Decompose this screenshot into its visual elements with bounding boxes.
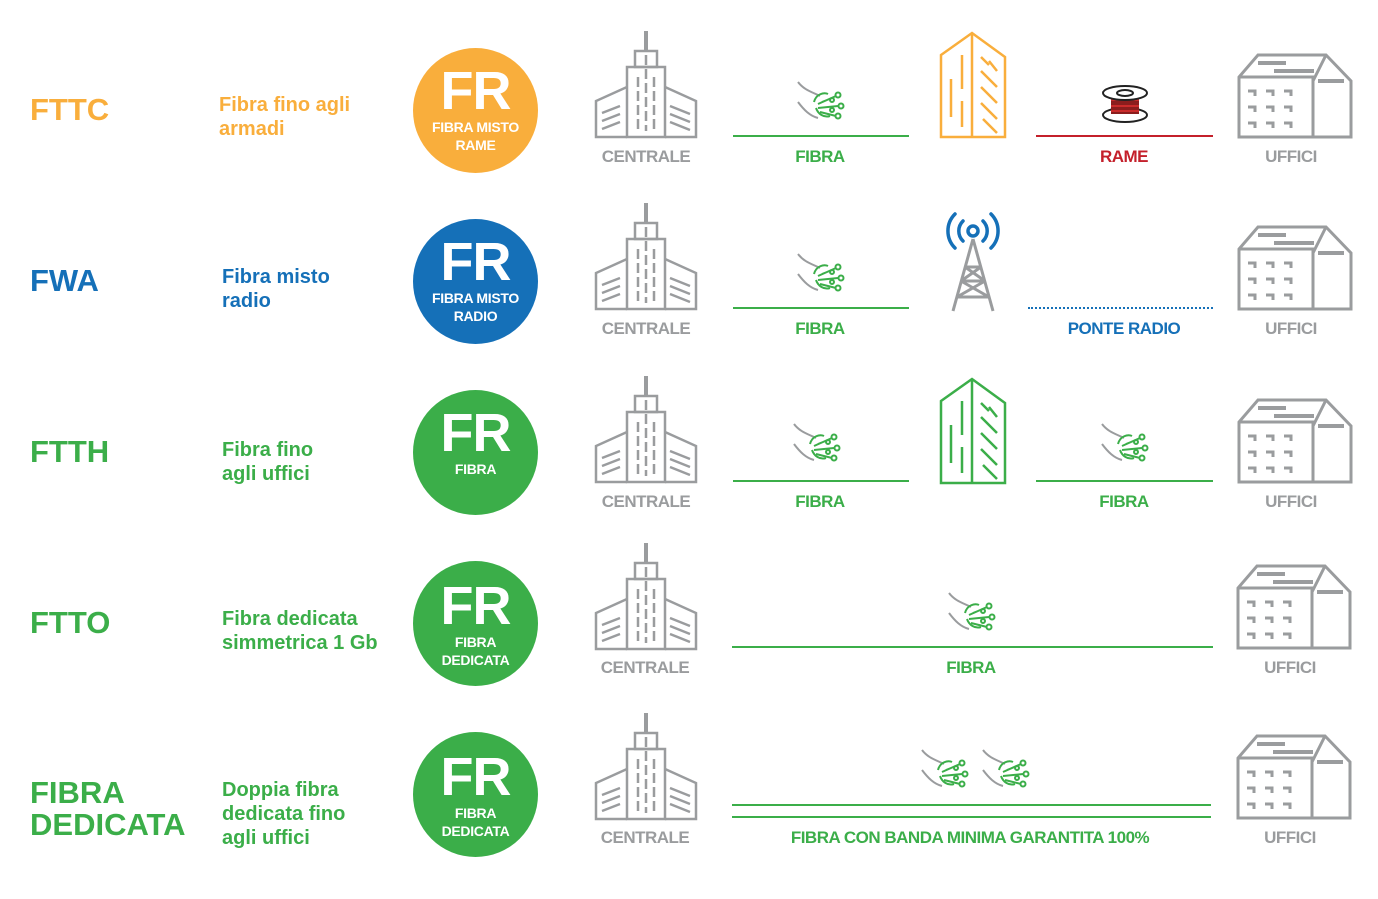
building-icon: [939, 377, 1007, 485]
fiber-cable-icon: [1100, 422, 1150, 466]
office-building-icon: [1236, 396, 1354, 484]
segment1-label: FIBRA: [795, 492, 845, 511]
badge-fr: FR: [440, 747, 512, 807]
badge-fr: FR: [440, 403, 512, 463]
fiber-cable-icon: [792, 422, 842, 466]
fiber-line-2: [732, 816, 1211, 818]
end-label: UFFICI: [1264, 658, 1316, 677]
fiber-cable-icon: [796, 80, 846, 124]
radio-tower-icon: [943, 209, 1003, 313]
row-subtitle: Fibra fino agli uffici: [222, 439, 314, 485]
row-fibra-dedicata: FIBRA DEDICATA Doppia fibra dedicata fin…: [0, 684, 1378, 857]
row-ftth: FTTH Fibra fino agli uffici FR FIBRA CEN…: [0, 342, 1378, 515]
central-office-icon: [594, 31, 698, 139]
row-title: FWA: [30, 263, 99, 298]
start-label: CENTRALE: [601, 492, 691, 511]
row-title: FTTC: [30, 92, 110, 127]
row-title: FIBRA DEDICATA: [30, 775, 186, 842]
segment2-label: FIBRA: [1099, 492, 1149, 511]
row-title: FTTH: [30, 434, 110, 469]
office-building-icon: [1235, 732, 1353, 820]
building-icon: [939, 31, 1007, 139]
fiber-line: [732, 646, 1213, 648]
badge-fr: FR: [440, 232, 512, 292]
row-fttc: FTTC Fibra fino agli armadi FR FIBRA MIS…: [0, 0, 1378, 173]
row-fwa: FWA Fibra misto radio FR FIBRA MISTO RAD…: [0, 171, 1378, 344]
end-label: UFFICI: [1265, 147, 1317, 166]
fiber-line: [733, 480, 909, 482]
row-title: FTTO: [30, 605, 111, 640]
radio-link-line: [1028, 307, 1213, 309]
row-subtitle: Fibra dedicata simmetrica 1 Gb: [222, 608, 378, 654]
segment1-label: FIBRA: [795, 319, 845, 338]
fiber-cable-icon: [920, 748, 970, 792]
badge-fr: FR: [440, 576, 512, 636]
end-label: UFFICI: [1265, 319, 1317, 338]
fiber-line: [733, 307, 909, 309]
fr-badge: FR FIBRA DEDICATA: [413, 732, 538, 857]
row-subtitle: Fibra misto radio: [222, 266, 330, 312]
segment2-label: RAME: [1099, 147, 1149, 166]
badge-label: FIBRA MISTO RADIO: [432, 290, 519, 324]
badge-fr: FR: [440, 61, 512, 121]
fiber-cable-icon: [796, 252, 846, 296]
segment2-label: PONTE RADIO: [1067, 319, 1181, 338]
row-subtitle: Fibra fino agli armadi: [219, 94, 351, 140]
badge-label: FIBRA MISTO RAME: [432, 119, 519, 153]
copper-spool-icon: [1101, 84, 1149, 124]
copper-line: [1036, 135, 1213, 137]
fr-badge: FR FIBRA MISTO RADIO: [413, 219, 538, 344]
end-label: UFFICI: [1264, 828, 1316, 847]
start-label: CENTRALE: [601, 319, 691, 338]
badge-label: FIBRA DEDICATA: [441, 634, 510, 668]
segment1-label: FIBRA: [795, 147, 845, 166]
fiber-line: [733, 135, 909, 137]
central-office-icon: [594, 376, 698, 484]
fiber-line: [1036, 480, 1213, 482]
end-label: UFFICI: [1265, 492, 1317, 511]
office-building-icon: [1236, 51, 1354, 139]
fr-badge: FR FIBRA DEDICATA: [413, 561, 538, 686]
central-office-icon: [594, 543, 698, 651]
segment1-label: FIBRA CON BANDA MINIMA GARANTITA 100%: [790, 828, 1150, 847]
start-label: CENTRALE: [600, 658, 690, 677]
fiber-cable-icon: [947, 591, 997, 635]
row-ftto: FTTO Fibra dedicata simmetrica 1 Gb FR F…: [0, 513, 1378, 686]
segment1-label: FIBRA: [946, 658, 996, 677]
office-building-icon: [1235, 562, 1353, 650]
office-building-icon: [1236, 223, 1354, 311]
start-label: CENTRALE: [601, 147, 691, 166]
central-office-icon: [594, 203, 698, 311]
fiber-cable-icon: [981, 748, 1031, 792]
fiber-line-1: [732, 804, 1211, 806]
badge-label: FIBRA: [454, 461, 497, 477]
row-subtitle: Doppia fibra dedicata fino agli uffici: [222, 779, 346, 849]
fr-badge: FR FIBRA: [413, 390, 538, 515]
start-label: CENTRALE: [600, 828, 690, 847]
central-office-icon: [594, 713, 698, 821]
fr-badge: FR FIBRA MISTO RAME: [413, 48, 538, 173]
badge-label: FIBRA DEDICATA: [441, 805, 510, 839]
